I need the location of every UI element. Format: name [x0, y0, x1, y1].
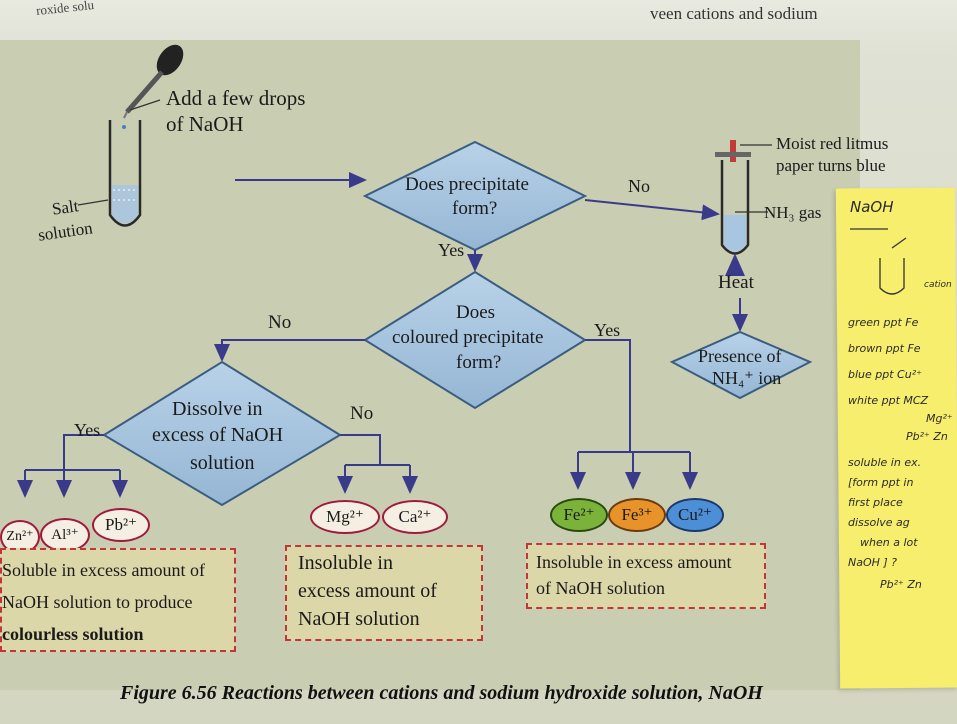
note-line-3: blue ppt Cu²⁺	[848, 368, 922, 381]
ion-fe2: Fe²⁺	[550, 498, 608, 532]
box3-text-1: Insoluble in excess amount	[536, 552, 732, 572]
litmus-tube-icon	[715, 140, 751, 255]
box2-text-1: Insoluble in	[298, 552, 393, 574]
note-line-2: brown ppt Fe	[848, 342, 921, 355]
q3-text-1: Dissolve in	[172, 398, 263, 420]
salt-label: Salt	[50, 196, 80, 219]
note-line-5: Mg²⁺	[926, 412, 953, 425]
note-line-12: NaOH ] ?	[848, 556, 898, 569]
ion-al: Al³⁺	[40, 518, 90, 552]
q1-text-1: Does precipitate	[405, 174, 529, 195]
yes-label-1: Yes	[438, 240, 465, 260]
litmus-text-1: Moist red litmus	[776, 134, 889, 153]
box2-text-3: NaOH solution	[298, 608, 420, 630]
box1-text-1: Soluble in excess amount of	[2, 560, 205, 580]
box3-text-2: of NaOH solution	[536, 578, 665, 598]
q3-text-3: solution	[190, 452, 255, 474]
note-line-10: dissolve ag	[848, 516, 910, 529]
presence-text-2: NH₄⁺ ion	[712, 368, 782, 388]
add-drops-label: Add a few drops	[166, 86, 306, 110]
note-line-11: when a lot	[860, 536, 918, 549]
no-label-2: No	[268, 312, 292, 333]
note-line-4: white ppt MCZ	[848, 394, 929, 407]
q3-text-2: excess of NaOH	[152, 424, 284, 446]
add-drops-label-2: of NaOH	[166, 112, 244, 136]
q2-text-1: Does	[456, 302, 496, 323]
note-cation: cation	[924, 280, 952, 290]
figure-caption: Figure 6.56 Reactions between cations an…	[120, 682, 763, 704]
note-line-7: soluble in ex.	[848, 456, 922, 469]
ion-pb: Pb²⁺	[92, 508, 150, 542]
yes-label-3: Yes	[74, 420, 101, 440]
test-tube-icon	[108, 120, 142, 227]
box1-text-2: NaOH solution to produce	[2, 592, 193, 612]
note-title: NaOH	[850, 198, 894, 216]
q1-text-2: form?	[452, 198, 498, 219]
no-label-3: No	[350, 403, 374, 424]
q2-text-2: coloured precipitate	[392, 327, 544, 348]
yes-label-2: Yes	[594, 320, 621, 340]
nh3-gas-label: NH₃ gas	[764, 203, 822, 222]
note-line-8: [form ppt in	[848, 476, 914, 489]
note-line-6: Pb²⁺ Zn	[906, 430, 948, 443]
heat-label: Heat	[718, 272, 754, 293]
result-ammonium-present	[669, 330, 813, 400]
top-right-fragment: veen cations and sodium	[650, 4, 818, 23]
ion-ca: Ca²⁺	[382, 500, 448, 534]
result-box-insoluble	[285, 545, 483, 641]
box1-text-3: colourless solution	[2, 624, 144, 644]
decision-precipitate-forms	[362, 140, 588, 252]
dropper-icon	[122, 44, 184, 129]
ion-mg: Mg²⁺	[310, 500, 380, 534]
note-line-1: green ppt Fe	[848, 316, 919, 329]
note-line-13: Pb²⁺ Zn	[880, 578, 922, 591]
ion-fe3: Fe³⁺	[608, 498, 666, 532]
no-label-1: No	[628, 176, 650, 196]
box2-text-2: excess amount of	[298, 580, 437, 602]
note-line-9: first place	[848, 496, 903, 509]
decision-coloured-precipitate	[363, 270, 587, 410]
result-box-coloured	[526, 543, 766, 609]
presence-text-1: Presence of	[698, 346, 782, 366]
q2-text-3: form?	[456, 352, 502, 373]
result-box-soluble	[0, 548, 236, 652]
note-test-tube-icon	[850, 228, 907, 295]
dropper-pointer	[129, 99, 161, 111]
litmus-text-2: paper turns blue	[776, 156, 886, 175]
ion-cu: Cu²⁺	[666, 498, 724, 532]
decision-dissolve-in-excess	[102, 360, 342, 507]
